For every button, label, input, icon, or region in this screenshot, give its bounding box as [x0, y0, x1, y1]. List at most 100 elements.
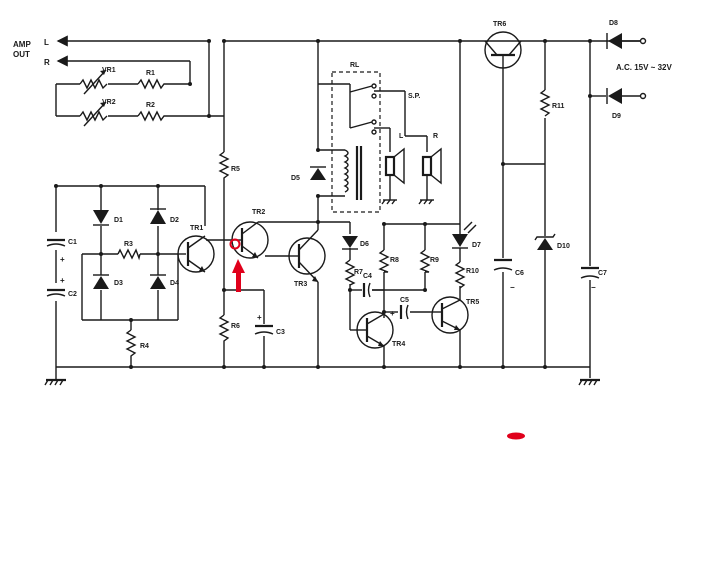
relay-contacts — [349, 83, 377, 135]
tr5-label: TR5 — [466, 299, 479, 306]
c5-plus: + — [390, 309, 395, 318]
c7-symbol — [580, 266, 600, 279]
speaker-label: S.P. — [408, 93, 420, 100]
tr6-label: TR6 — [493, 21, 506, 28]
channel-left-label: L — [44, 38, 49, 47]
r9-symbol — [419, 249, 431, 273]
tr4-label: TR4 — [392, 341, 405, 348]
tr2-label: TR2 — [252, 209, 265, 216]
ground-symbol-speaker-left — [381, 199, 396, 205]
annotation-blob — [507, 432, 525, 440]
c6-label: C6 — [515, 270, 524, 277]
relay-label: RL — [350, 62, 360, 69]
d1-label: D1 — [114, 217, 123, 224]
speaker-left-label: L — [399, 133, 404, 140]
r2-label: R2 — [146, 102, 155, 109]
r3-symbol — [117, 248, 141, 261]
vr1-label: VR1 — [102, 67, 116, 74]
supply-label: A.C. 15V ~ 32V — [616, 63, 672, 72]
d9-symbol — [606, 88, 647, 104]
ground-symbol-right — [578, 378, 600, 386]
c4-label: C4 — [363, 273, 372, 280]
c5-symbol — [399, 304, 409, 320]
c3-symbol — [254, 324, 274, 335]
speaker-left-symbol — [383, 147, 405, 201]
d7-label: D7 — [472, 242, 481, 249]
r7-symbol — [344, 259, 356, 286]
r8-symbol — [378, 249, 390, 273]
r4-label: R4 — [140, 343, 149, 350]
speaker-right-label: R — [433, 133, 438, 140]
annotation-arrow — [232, 259, 245, 292]
vr2-label: VR2 — [102, 99, 116, 106]
r4-symbol — [125, 329, 137, 358]
r7-label: R7 — [354, 269, 363, 276]
c6-symbol — [493, 258, 513, 271]
amp-out-label-2: OUT — [13, 50, 30, 59]
tr6-symbol — [484, 31, 522, 69]
annotation-circle — [229, 238, 241, 250]
c3-plus: + — [257, 313, 262, 322]
d3-label: D3 — [114, 280, 123, 287]
r1-symbol — [137, 78, 166, 90]
d10-zener-symbol — [534, 233, 556, 250]
vr1-symbol — [79, 69, 108, 95]
tr1-label: TR1 — [190, 225, 203, 232]
vr2-symbol — [79, 101, 108, 127]
c2-symbol — [46, 288, 66, 297]
d5-label: D5 — [291, 175, 300, 182]
d3-symbol — [93, 276, 109, 289]
r6-label: R6 — [231, 323, 240, 330]
junction-dots — [54, 39, 592, 369]
c3-label: C3 — [276, 329, 285, 336]
amp-out-label-1: AMP — [13, 40, 31, 49]
c7-minus: − — [591, 283, 596, 292]
r6-symbol — [218, 314, 230, 342]
ground-symbol-speaker-right — [418, 199, 433, 205]
red-annotations — [229, 238, 525, 440]
r10-symbol — [454, 261, 466, 289]
d2-symbol — [150, 210, 166, 224]
c7-label: C7 — [598, 270, 607, 277]
tr4-symbol — [356, 311, 394, 349]
tr5-symbol — [430, 296, 469, 334]
tr1-symbol — [177, 235, 215, 273]
d2-label: D2 — [170, 217, 179, 224]
d7-led-symbol — [452, 221, 477, 249]
r2-symbol — [137, 110, 166, 122]
tr3-symbol — [288, 229, 326, 283]
c1-label: C1 — [68, 239, 77, 246]
c6-minus: − — [510, 283, 515, 292]
d8-symbol — [606, 33, 647, 49]
d6-label: D6 — [360, 241, 369, 248]
d8-label: D8 — [609, 20, 618, 27]
ground-symbol-left — [44, 367, 66, 386]
r11-symbol — [539, 89, 551, 117]
c1-symbol — [46, 238, 66, 247]
channel-right-label: R — [44, 58, 50, 67]
r10-label: R10 — [466, 268, 479, 275]
r9-label: R9 — [430, 257, 439, 264]
r8-label: R8 — [390, 257, 399, 264]
c5-label: C5 — [400, 297, 409, 304]
d4-symbol — [150, 276, 166, 289]
speaker-right-symbol — [420, 147, 442, 201]
r1-label: R1 — [146, 70, 155, 77]
c1-plus: + — [60, 255, 65, 264]
c2-label: C2 — [68, 291, 77, 298]
wiring — [55, 35, 640, 378]
relay-box — [331, 71, 381, 213]
c4-symbol — [362, 282, 371, 298]
d6-symbol — [342, 236, 358, 248]
r5-symbol — [218, 151, 230, 182]
d10-label: D10 — [557, 243, 570, 250]
d4-label: D4 — [170, 280, 179, 287]
d5-symbol — [310, 168, 326, 180]
d1-symbol — [93, 210, 109, 224]
r3-label: R3 — [124, 241, 133, 248]
r5-label: R5 — [231, 166, 240, 173]
tr3-label: TR3 — [294, 281, 307, 288]
relay-coil — [343, 146, 363, 200]
r11-label: R11 — [552, 103, 565, 110]
c2-plus: + — [60, 276, 65, 285]
